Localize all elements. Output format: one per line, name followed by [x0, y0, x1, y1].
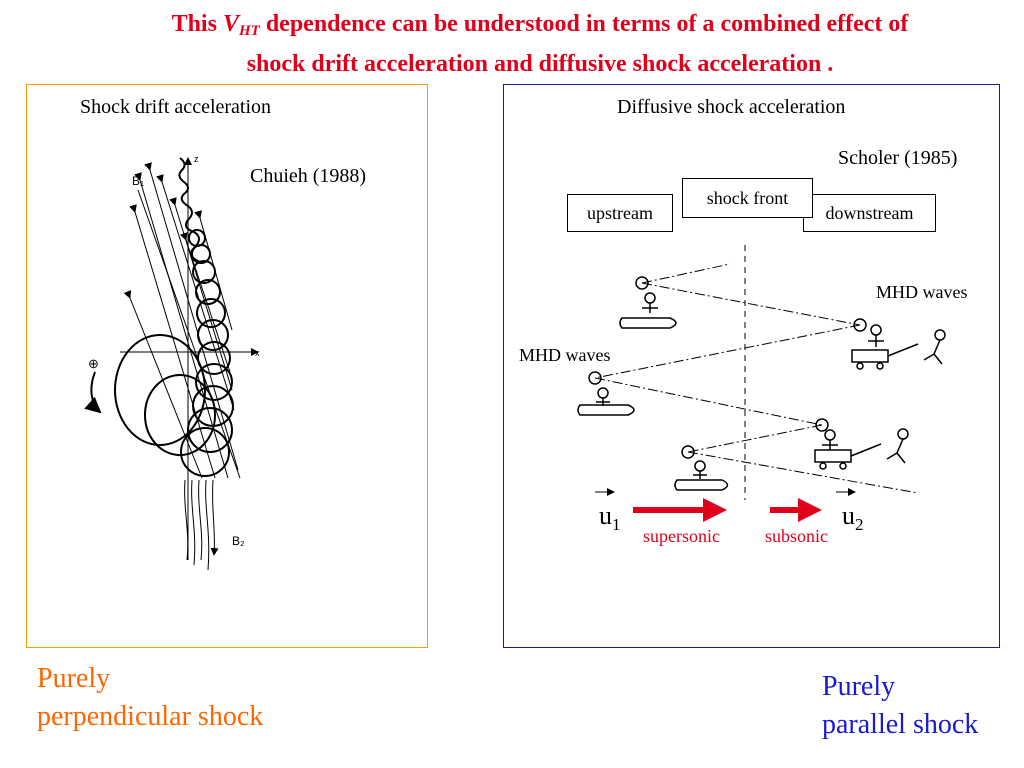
- shock-front-box: shock front: [682, 178, 813, 218]
- supersonic-label: supersonic: [643, 526, 720, 546]
- mhd-waves-upstream-label: MHD waves: [519, 345, 611, 365]
- u2-velocity-label: u2: [842, 501, 864, 535]
- diffusive-shock-panel: [503, 84, 1000, 648]
- upstream-box: upstream: [567, 194, 673, 232]
- chuieh-citation: Chuieh (1988): [250, 165, 367, 187]
- u1-velocity-label: u1: [599, 501, 621, 535]
- diffusive-heading: Diffusive shock acceleration: [617, 96, 846, 118]
- title-line-1: This VHT dependence can be understood in…: [171, 11, 909, 39]
- scholer-citation: Scholer (1985): [838, 147, 958, 169]
- subsonic-label: subsonic: [765, 526, 828, 546]
- title-line-2: shock drift acceleration and diffusive s…: [246, 51, 834, 77]
- shock-drift-panel: [26, 84, 428, 648]
- perpendicular-caption: Purely perpendicular shock: [37, 663, 264, 732]
- shock-drift-heading: Shock drift acceleration: [80, 96, 272, 118]
- downstream-box: downstream: [803, 194, 936, 232]
- slide-title: This VHT dependence can be understood in…: [60, 8, 1020, 81]
- parallel-caption: Purely parallel shock: [822, 671, 979, 740]
- mhd-waves-downstream-label: MHD waves: [876, 282, 968, 302]
